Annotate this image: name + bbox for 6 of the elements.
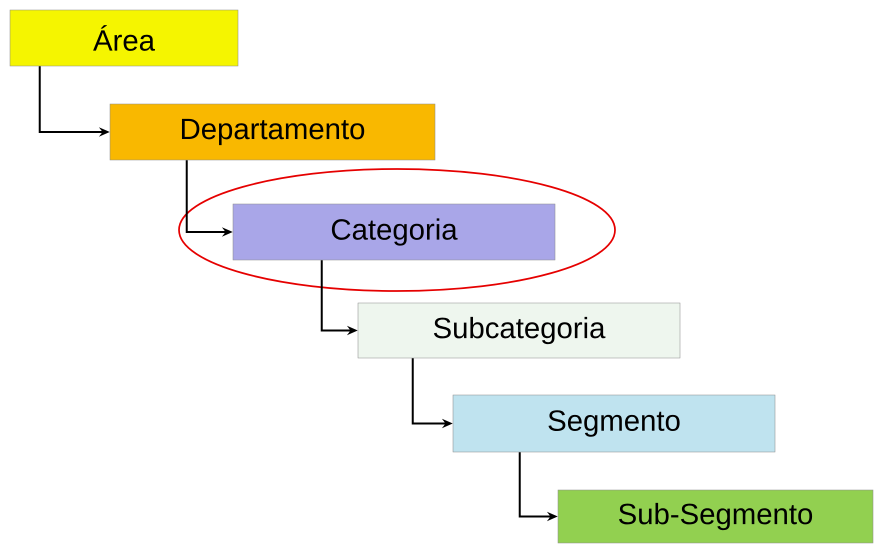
level-box: Segmento xyxy=(452,394,776,452)
level-box: Departamento xyxy=(110,104,436,160)
level-box: Categoria xyxy=(232,204,556,260)
level-box: Área xyxy=(10,10,238,66)
level-box: Sub-Segmento xyxy=(558,490,874,544)
level-box: Subcategoria xyxy=(358,302,680,358)
